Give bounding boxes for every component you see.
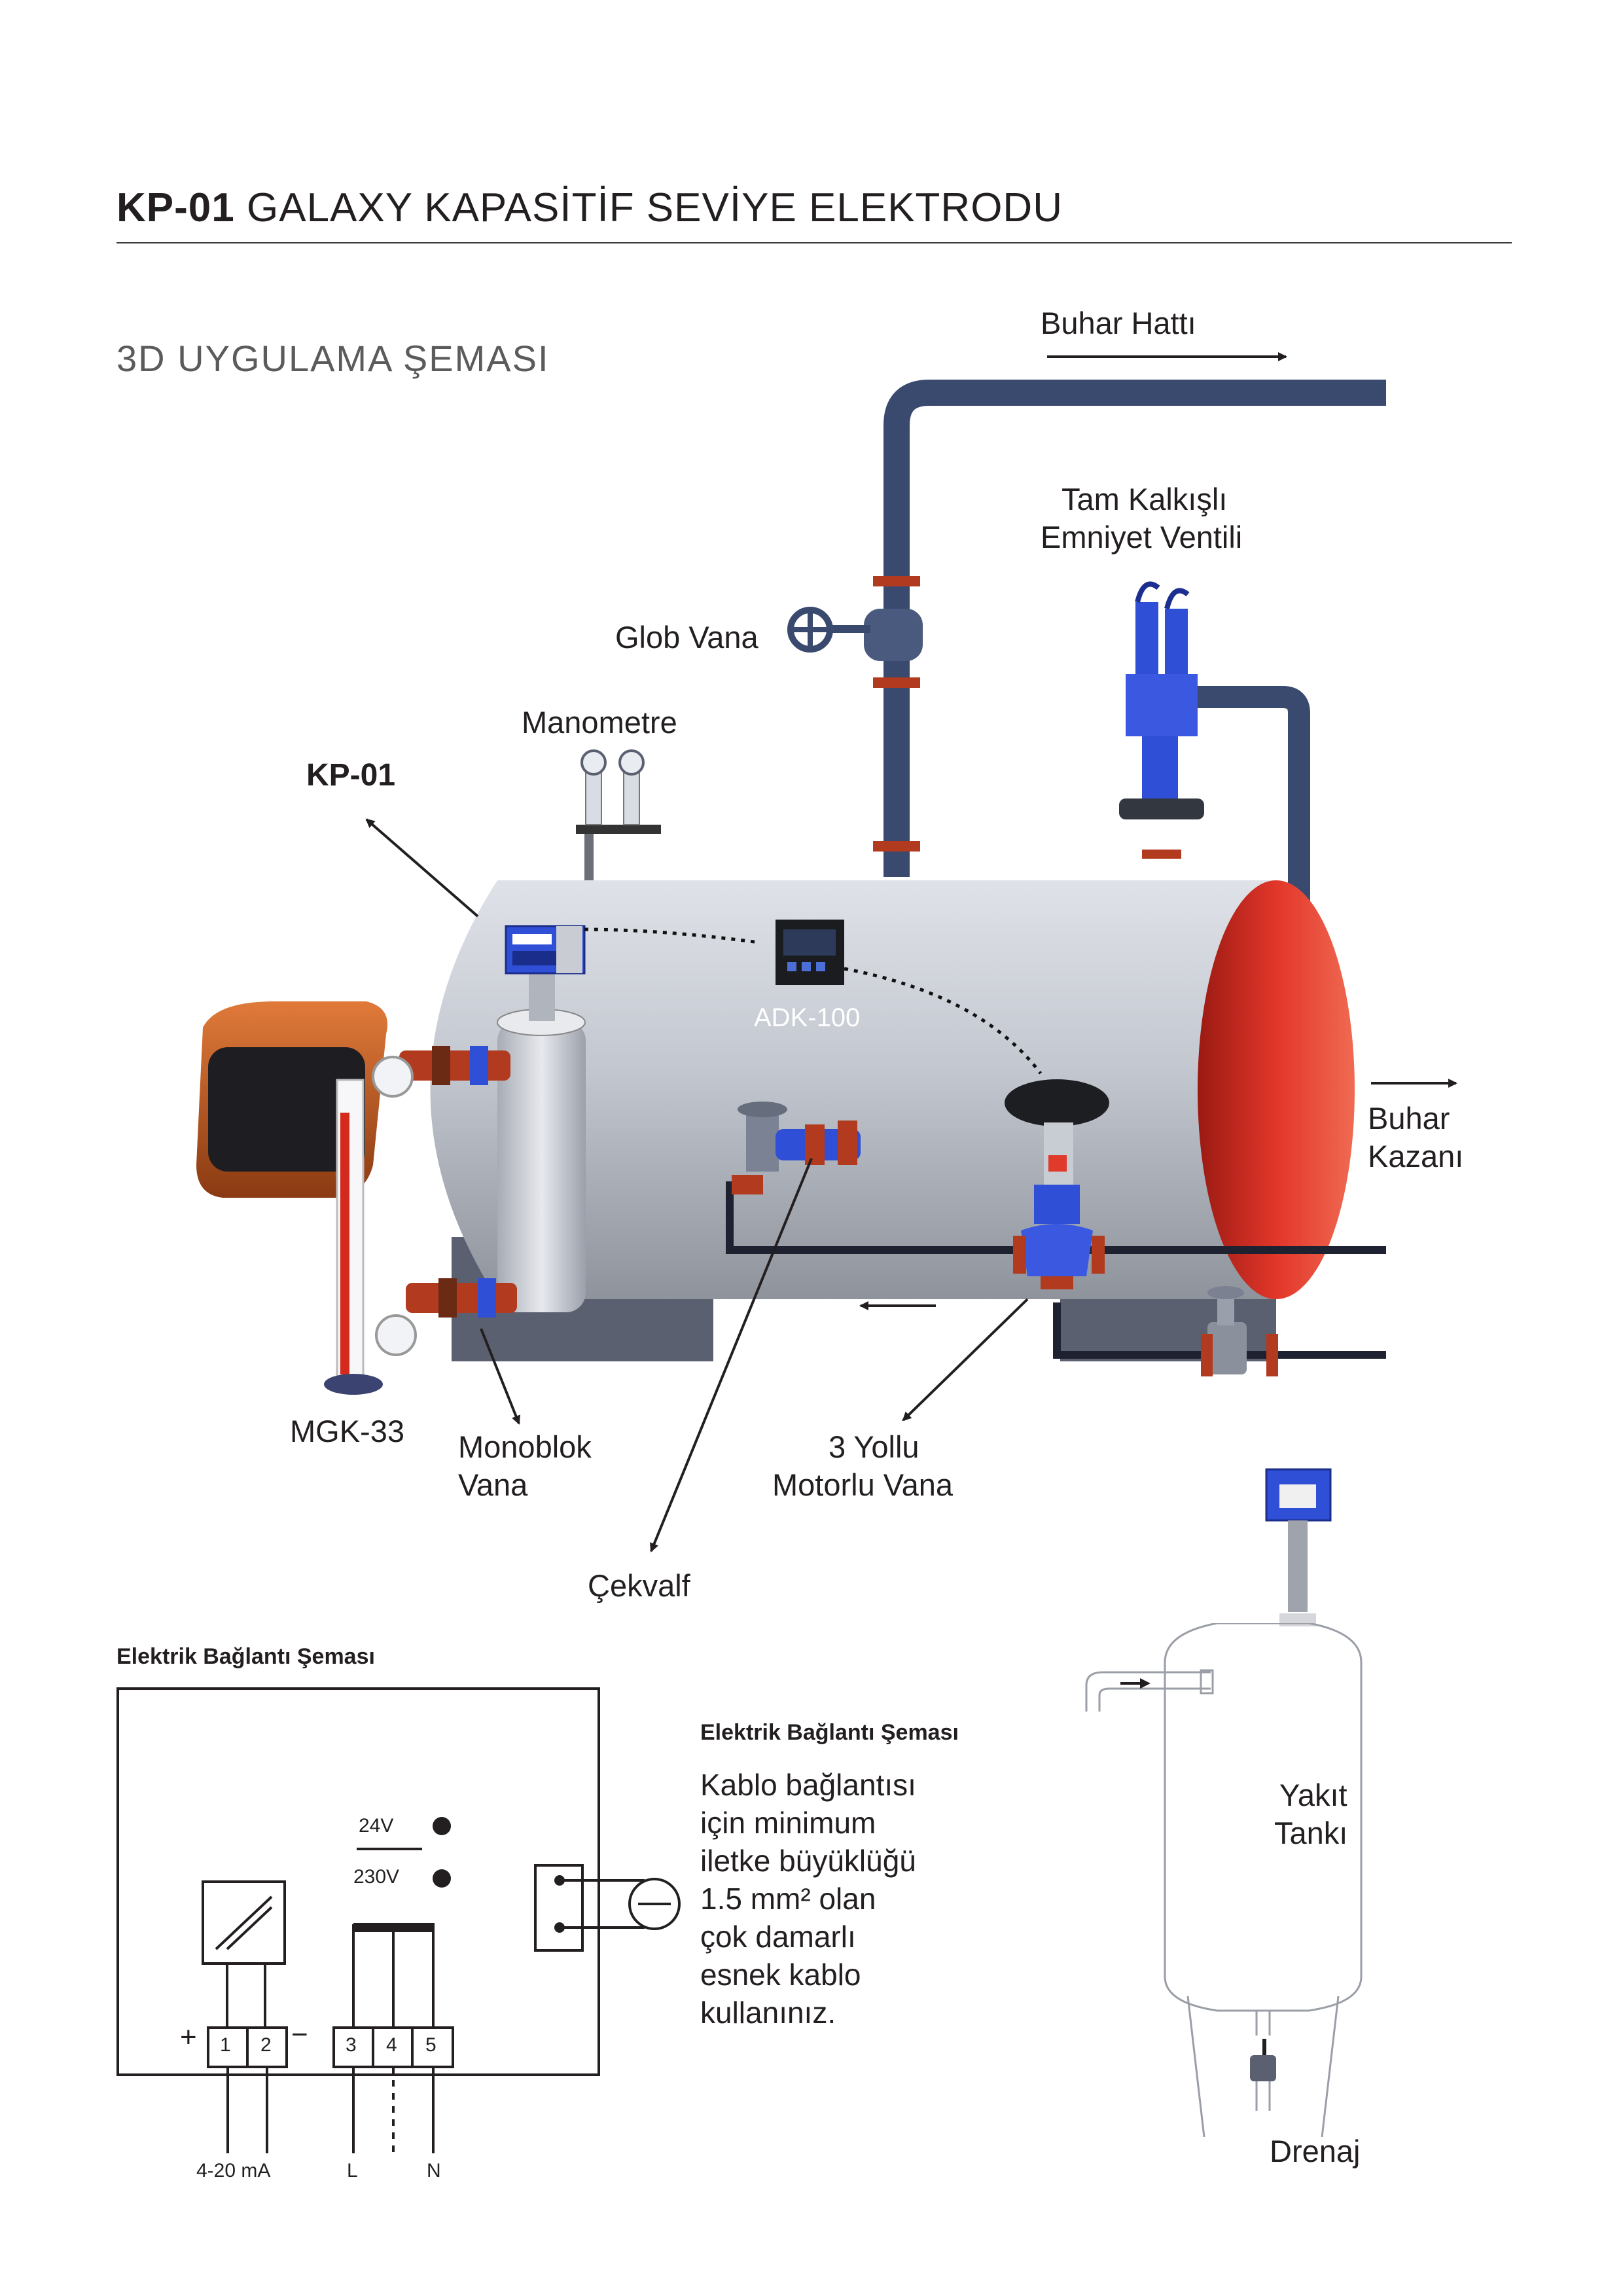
label-kp01: KP-01 xyxy=(306,758,396,793)
label-N: N xyxy=(427,2160,441,2181)
title-bold: KP-01 xyxy=(116,185,235,230)
label-monoblok-1: Monoblok xyxy=(458,1429,592,1464)
label-manometre: Manometre xyxy=(522,705,677,740)
label-plus: + xyxy=(180,2021,197,2053)
monoblock-valve-upper xyxy=(372,1046,510,1098)
level-column xyxy=(497,925,586,1312)
header-divider xyxy=(116,242,1512,243)
24v-indicator-dot xyxy=(433,1817,451,1835)
boiler-diagram xyxy=(196,352,1457,1626)
steam-pipe xyxy=(873,380,1386,877)
label-emniyet-1: Tam Kalkışlı xyxy=(1061,482,1228,516)
label-yakit-1: Yakıt xyxy=(1279,1778,1347,1812)
terminal-1: 1 xyxy=(220,2034,231,2056)
label-minus: − xyxy=(291,2018,308,2051)
note-line-2: için minimum xyxy=(700,1806,876,1840)
terminal-5: 5 xyxy=(425,2034,437,2056)
subtitle: 3D UYGULAMA ŞEMASI xyxy=(116,338,550,379)
note-line-4: 1.5 mm² olan xyxy=(700,1882,876,1916)
title-rest: GALAXY KAPASİTİF SEVİYE ELEKTRODU xyxy=(246,185,1063,230)
label-buhar-hatti: Buhar Hattı xyxy=(1041,306,1196,340)
electrode-symbol xyxy=(582,1878,681,1930)
electrical-diagram-title: Elektrik Bağlantı Şeması xyxy=(116,1644,375,1669)
monoblock-valve-lower xyxy=(375,1278,517,1356)
label-230v: 230V xyxy=(353,1866,400,1888)
terminal-2: 2 xyxy=(260,2034,272,2056)
globe-valve xyxy=(787,607,923,661)
label-motorlu-2: Motorlu Vana xyxy=(772,1467,954,1502)
safety-valve xyxy=(1119,581,1310,903)
note-line-3: iletke büyüklüğü xyxy=(700,1844,916,1878)
label-buhar-kazani-1: Buhar xyxy=(1368,1101,1450,1136)
label-motorlu-1: 3 Yollu xyxy=(829,1429,919,1464)
sensor-connector xyxy=(534,1864,584,1952)
electrical-note: Kablo bağlantısı için minimum iletke büy… xyxy=(700,1766,916,2032)
230v-indicator-dot xyxy=(433,1869,451,1888)
fuel-tank-outline xyxy=(1085,1623,1363,2138)
terminal-3: 3 xyxy=(346,2034,357,2056)
check-valve xyxy=(726,1102,1386,1254)
drain-valve-bottom xyxy=(1053,1286,1386,1376)
label-mgk33: MGK-33 xyxy=(290,1414,404,1448)
pointer-arrows xyxy=(365,352,1457,1552)
electrical-side-title: Elektrik Bağlantı Şeması xyxy=(700,1720,959,1745)
fuel-tank xyxy=(1265,1468,1332,1626)
converter-box xyxy=(202,1880,286,1965)
label-buhar-kazani-2: Kazanı xyxy=(1368,1139,1464,1174)
label-glob-vana: Glob Vana xyxy=(615,620,758,655)
note-line-7: kullanınız. xyxy=(700,1996,836,2030)
note-line-1: Kablo bağlantısı xyxy=(700,1768,916,1802)
power-bus-bar xyxy=(353,1923,435,1932)
label-yakit-2: Tankı xyxy=(1274,1816,1348,1850)
label-24v: 24V xyxy=(359,1815,394,1837)
label-monoblok-2: Vana xyxy=(458,1467,528,1502)
note-line-5: çok damarlı xyxy=(700,1920,856,1954)
label-cekvalf: Çekvalf xyxy=(588,1568,690,1603)
page-title: KP-01 GALAXY KAPASİTİF SEVİYE ELEKTRODU xyxy=(116,185,1063,231)
label-L: L xyxy=(347,2160,358,2181)
label-drenaj: Drenaj xyxy=(1270,2134,1361,2168)
label-4-20ma: 4-20 mA xyxy=(196,2160,271,2181)
wiring-schematic xyxy=(116,1687,622,2153)
mgk33-gauge-glass xyxy=(324,1079,383,1395)
adk100-controller xyxy=(584,920,1042,1075)
label-emniyet-2: Emniyet Ventili xyxy=(1041,520,1243,554)
terminal-4: 4 xyxy=(386,2034,397,2056)
label-adk100: ADK-100 xyxy=(754,1003,861,1032)
note-line-6: esnek kablo xyxy=(700,1958,861,1992)
pressure-gauges xyxy=(576,749,661,880)
three-way-motor-valve xyxy=(1005,1079,1109,1289)
